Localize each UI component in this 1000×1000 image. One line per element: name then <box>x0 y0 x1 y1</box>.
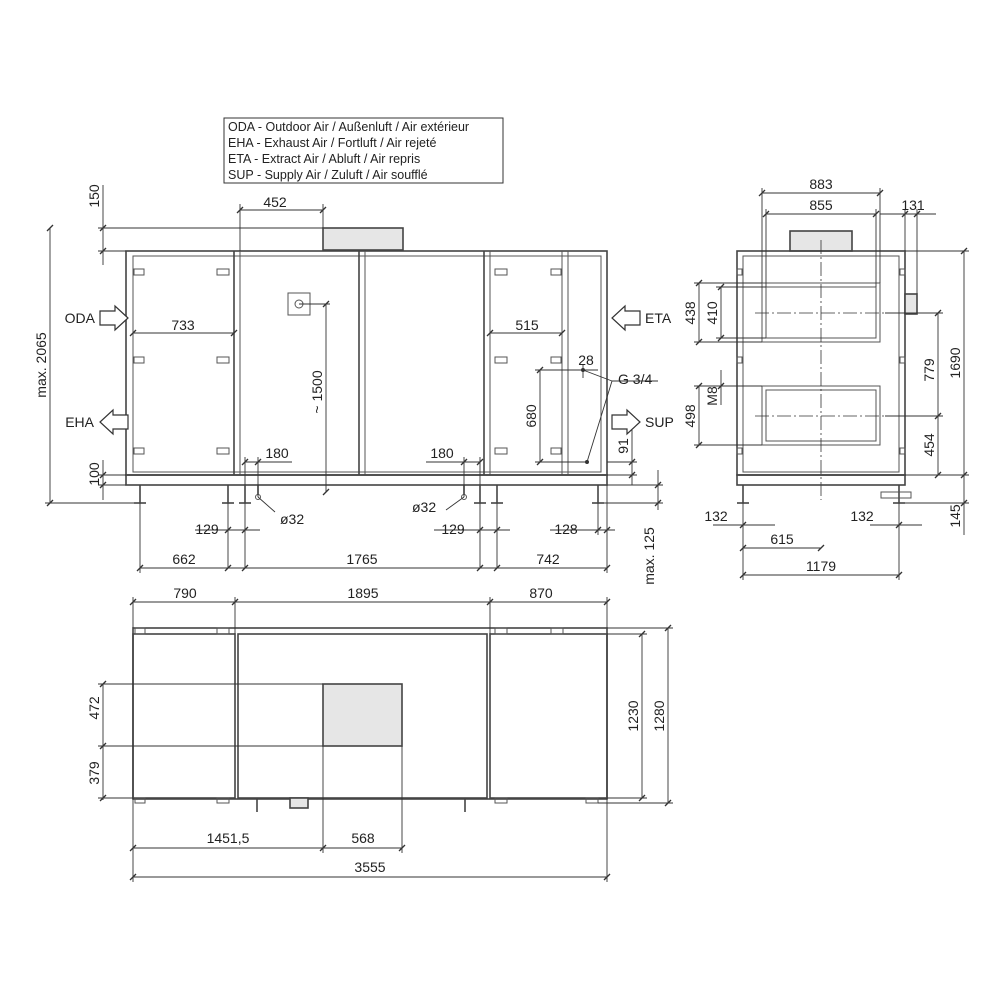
dim-568: 568 <box>351 830 375 846</box>
dim-779: 779 <box>921 358 937 382</box>
front-dim-ticks <box>46 206 662 572</box>
side-drain-pipe <box>880 491 912 499</box>
dia-32-left: ø32 <box>280 511 304 527</box>
side-connector <box>904 293 918 315</box>
dim-129-right: 129 <box>441 521 465 537</box>
g-thread-label: G 3/4 <box>618 371 652 387</box>
front-view: ODA EHA ETA SUP <box>33 184 674 585</box>
dim-438: 438 <box>682 301 698 325</box>
dim-790: 790 <box>173 585 197 601</box>
front-casing <box>125 250 608 476</box>
dim-129-left: 129 <box>195 521 219 537</box>
dim-870: 870 <box>529 585 553 601</box>
dim-662: 662 <box>172 551 196 567</box>
dim-1765: 1765 <box>346 551 377 567</box>
oda-arrow-icon <box>99 304 129 332</box>
dim-91: 91 <box>615 438 631 454</box>
legend: ODA - Outdoor Air / Außenluft / Air exté… <box>223 117 504 184</box>
thread-m8: M8 <box>704 386 720 406</box>
dim-180-right: 180 <box>430 445 454 461</box>
dim-128: 128 <box>554 521 578 537</box>
dim-515: 515 <box>515 317 539 333</box>
sup-label: SUP <box>645 414 674 430</box>
dim-150: 150 <box>86 184 102 208</box>
dim-472: 472 <box>86 696 102 720</box>
dim-131: 131 <box>901 197 925 213</box>
top-duct-stub <box>322 683 403 747</box>
dim-100: 100 <box>86 462 102 486</box>
dim-1451-5: 1451,5 <box>207 830 250 846</box>
dim-28: 28 <box>578 352 594 368</box>
dim-454: 454 <box>921 433 937 457</box>
sup-arrow-icon <box>611 408 641 436</box>
dim-3555: 3555 <box>354 859 385 875</box>
dim-680: 680 <box>523 404 539 428</box>
eta-label: ETA <box>645 310 672 326</box>
dim-180-left: 180 <box>265 445 289 461</box>
eta-arrow-icon <box>611 304 641 332</box>
side-dim-ticks <box>695 189 968 579</box>
dim-410: 410 <box>704 301 720 325</box>
dim-132-left: 132 <box>704 508 728 524</box>
legend-sup: SUP - Supply Air / Zuluft / Air soufflé <box>228 168 428 182</box>
dim-max-125: max. 125 <box>641 527 657 585</box>
front-base-frame <box>125 474 608 486</box>
legend-oda: ODA - Outdoor Air / Außenluft / Air exté… <box>228 120 469 134</box>
top-dimension-lines <box>98 597 673 882</box>
side-base-frame <box>736 474 906 486</box>
top-dim-ticks <box>99 598 672 881</box>
dim-855: 855 <box>809 197 833 213</box>
dim-1690: 1690 <box>947 347 963 378</box>
legend-eha: EHA - Exhaust Air / Fortluft / Air rejet… <box>228 136 436 150</box>
dim-452: 452 <box>263 194 287 210</box>
dim-379: 379 <box>86 761 102 785</box>
side-view: 883 855 131 438 410 498 M8 779 1690 454 … <box>682 176 969 580</box>
dim-max-2065: max. 2065 <box>33 332 49 398</box>
top-hinges <box>134 627 599 804</box>
eha-arrow-icon <box>99 408 129 436</box>
dia-32-right: ø32 <box>412 499 436 515</box>
front-duct-stub <box>322 227 404 251</box>
dim-1179: 1179 <box>806 558 836 574</box>
dim-615: 615 <box>770 531 794 547</box>
top-connector <box>289 797 309 809</box>
side-dimension-lines <box>694 188 969 580</box>
legend-eta: ETA - Extract Air / Abluft / Air repris <box>228 152 420 166</box>
dim-132-right: 132 <box>850 508 874 524</box>
dim-1500: ~ 1500 <box>309 370 325 413</box>
front-feet <box>134 485 604 504</box>
dim-883: 883 <box>809 176 833 192</box>
dim-498: 498 <box>682 404 698 428</box>
oda-label: ODA <box>65 310 96 326</box>
dim-1280: 1280 <box>651 700 667 731</box>
side-hinges <box>736 268 906 455</box>
top-view: 790 1895 870 472 379 1230 1280 1451,5 56… <box>86 585 673 882</box>
dim-1895: 1895 <box>347 585 378 601</box>
dim-145: 145 <box>947 504 963 528</box>
dim-742: 742 <box>536 551 560 567</box>
door-hinges <box>133 268 562 455</box>
eha-label: EHA <box>65 414 94 430</box>
dim-1230: 1230 <box>625 700 641 731</box>
dim-733: 733 <box>171 317 195 333</box>
